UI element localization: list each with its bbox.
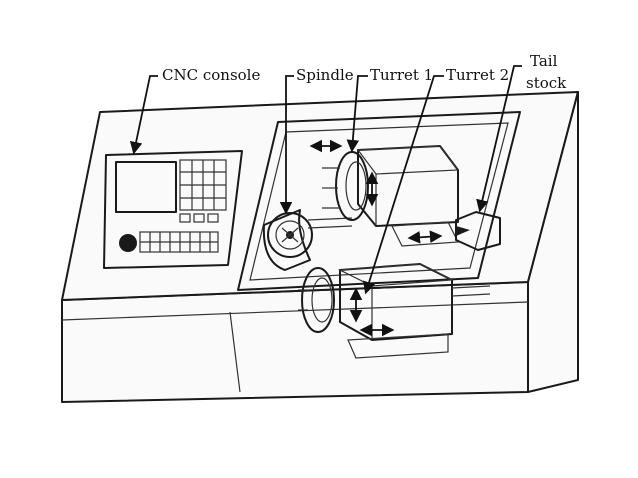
label-tail-stock-line1: Tail xyxy=(530,52,558,70)
label-turret-1: Turret 1 xyxy=(370,66,433,84)
labels: CNC console Spindle Turret 1 Turret 2 Ta… xyxy=(162,52,567,92)
cnc-console xyxy=(103,150,243,269)
spindle xyxy=(262,209,353,271)
label-spindle: Spindle xyxy=(296,66,354,84)
console-buttons xyxy=(139,213,219,253)
turret-2 xyxy=(298,263,491,359)
label-tail-stock-line2: stock xyxy=(526,74,567,92)
console-keypad xyxy=(179,159,227,211)
machine-body xyxy=(61,91,579,403)
label-turret-2: Turret 2 xyxy=(446,66,509,84)
tail-stock xyxy=(455,211,501,251)
console-screen xyxy=(115,161,177,213)
leader-lines xyxy=(129,65,522,295)
label-cnc-console: CNC console xyxy=(162,66,260,84)
console-knob xyxy=(119,234,137,252)
